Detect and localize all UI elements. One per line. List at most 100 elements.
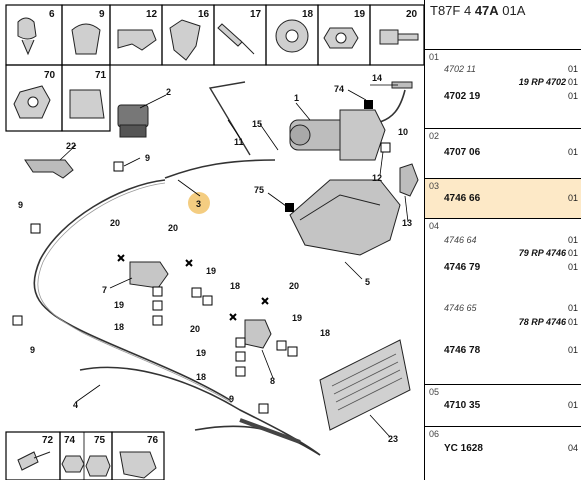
callout-14: 14 [372, 73, 382, 83]
row-number: 02 [429, 131, 440, 141]
ref: 4702 19 [444, 91, 481, 102]
callout-5: 5 [365, 277, 370, 287]
callout-23: 23 [388, 434, 398, 444]
screw-17-icon [217, 23, 255, 55]
clip-71-icon [69, 89, 105, 119]
rp-ref: 78 RP 4746 [518, 317, 566, 327]
box-number-16: 16 [198, 9, 210, 20]
lead-boxes [12, 142, 391, 414]
qty: 01 [567, 262, 578, 272]
top-parts-strip [5, 4, 424, 132]
ecu-housing-5[interactable] [289, 179, 401, 256]
row-number: 01 [429, 52, 440, 62]
clip-6-icon [17, 17, 37, 56]
ref-italic: 4702 11 [444, 64, 476, 74]
bracket-22[interactable] [24, 159, 74, 179]
row-number: 06 [429, 429, 440, 439]
pin-14[interactable] [391, 81, 413, 89]
row-number: 05 [429, 387, 440, 397]
callout-8: 8 [270, 376, 275, 386]
bracket-12-icon [117, 29, 157, 51]
title-bold: 47A [474, 3, 499, 18]
part-box-71[interactable] [61, 64, 111, 132]
box-number-17: 17 [250, 9, 262, 20]
parts-row-05[interactable]: 05 4710 35 01 [425, 384, 581, 427]
cable-9-left [33, 179, 231, 401]
callout-4: 4 [73, 400, 78, 410]
bracket-7[interactable] [129, 261, 169, 289]
rod-11 [208, 81, 251, 156]
parts-row-06[interactable]: 06 YC 1628 04 [425, 426, 581, 481]
clip-13[interactable] [399, 163, 419, 197]
qty: 01 [567, 345, 578, 355]
part-box-20[interactable] [369, 4, 424, 66]
row-number: 03 [429, 181, 440, 191]
bolt-72-icon [17, 451, 51, 471]
title-suffix: 01A [502, 3, 526, 18]
box-number-18: 18 [302, 9, 314, 20]
nut-75-icon [85, 455, 111, 477]
cable-10 [379, 89, 406, 123]
box-number-6: 6 [49, 9, 55, 20]
qty: 01 [567, 303, 578, 313]
bracket-16-icon [169, 19, 201, 61]
callout-18-a: 18 [230, 281, 240, 291]
switch-2[interactable] [117, 104, 149, 138]
box-number-75: 75 [94, 435, 106, 446]
rp-ref: 79 RP 4746 [518, 248, 566, 258]
box-number-9: 9 [99, 9, 105, 20]
reference-markers [285, 100, 373, 212]
leader-lines [59, 84, 409, 438]
parts-row-02[interactable]: 02 4707 06 01 [425, 128, 581, 179]
callout-19-b: 19 [114, 300, 124, 310]
qty: 01 [567, 147, 578, 157]
qty: 01 [567, 248, 578, 258]
bottom-part-icons [17, 451, 157, 479]
parts-row-03[interactable]: 03 4746 66 01 [425, 178, 581, 219]
row-number: 04 [429, 221, 440, 231]
callout-20-a: 20 [110, 218, 120, 228]
callout-74: 74 [334, 84, 344, 94]
part-box-76[interactable] [111, 431, 165, 480]
box-number-74: 74 [64, 435, 76, 446]
callout-labels: 1 2 3 4 5 7 8 9 9 9 9 10 11 12 13 14 15 … [18, 73, 412, 444]
motor-actuator-1[interactable] [289, 109, 386, 161]
ref-italic: 4746 65 [444, 303, 477, 313]
parts-diagram: 6 9 12 16 17 18 19 20 70 71 72 74 75 7 [5, 4, 424, 480]
label-plate-23[interactable] [319, 339, 411, 431]
qty: 01 [567, 317, 578, 327]
box-number-20: 20 [406, 9, 418, 20]
callout-15: 15 [252, 119, 262, 129]
callout-19-a: 19 [206, 266, 216, 276]
callout-9-lower: 9 [229, 394, 234, 404]
bracket-8[interactable] [244, 319, 272, 349]
callout-22: 22 [66, 141, 76, 151]
box-number-12: 12 [146, 9, 158, 20]
qty: 01 [567, 64, 578, 74]
bolt-20-icon [379, 29, 419, 45]
x-markers [117, 254, 269, 321]
nut-74-icon [61, 455, 85, 473]
callout-9-left: 9 [18, 200, 23, 210]
qty: 01 [567, 235, 578, 245]
callout-12: 12 [372, 173, 382, 183]
parts-row-04[interactable]: 04 4746 64 01 79 RP 4746 01 4746 79 01 4… [425, 218, 581, 385]
bottom-parts-strip [5, 431, 165, 480]
ref: 4710 35 [444, 400, 481, 411]
clip-9-icon [71, 23, 101, 55]
box-number-70: 70 [44, 70, 56, 81]
qty: 01 [567, 193, 578, 203]
highlight-marker-3 [188, 192, 210, 214]
qty: 01 [567, 400, 578, 410]
callout-7: 7 [102, 285, 107, 295]
parts-row-01[interactable]: 01 4702 11 01 19 RP 4702 01 4702 19 01 [425, 49, 581, 129]
panel-title: T87F 4 47A 01A [430, 3, 525, 18]
callout-2: 2 [166, 87, 171, 97]
cable-lower-end [194, 425, 321, 456]
spring-9[interactable] [239, 418, 301, 444]
parts-list-panel [424, 0, 581, 480]
ref: 4746 79 [444, 262, 481, 273]
box-number-71: 71 [95, 70, 107, 81]
callout-3: 3 [196, 199, 201, 209]
clip-76-icon [119, 451, 157, 479]
